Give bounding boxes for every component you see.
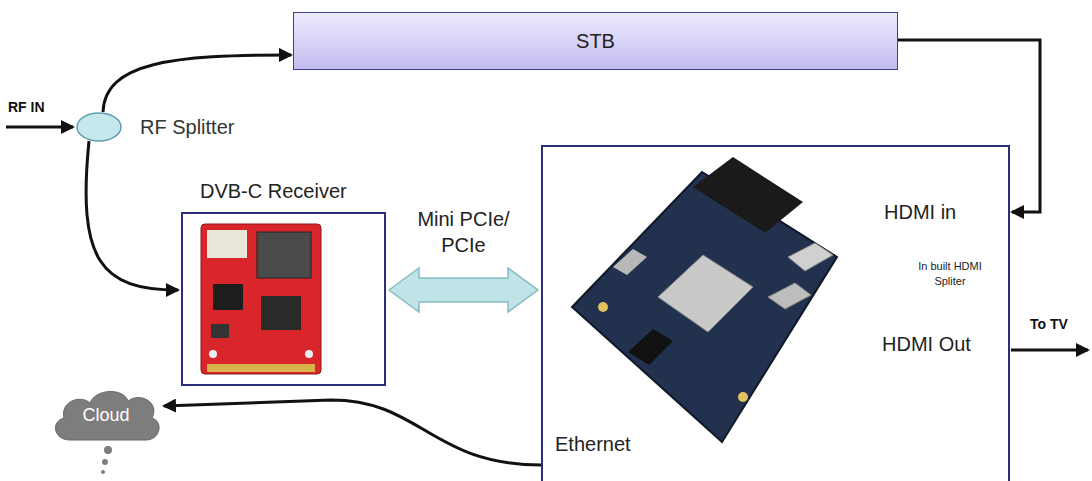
double-block-arrow [389,268,538,312]
header-connector [693,157,803,233]
cloud-label: Cloud [50,388,162,442]
card-hole [209,350,217,358]
usb-port [788,243,833,271]
splitter-label: RF Splitter [140,116,234,139]
sd-slot [768,283,811,309]
processor-chip [658,255,753,332]
cloud-tail [104,446,112,454]
bus-label: Mini PCIe/ PCIe [394,206,534,258]
cloud-tail [101,470,105,474]
curved-arrow [86,141,178,290]
ethernet-arrow [164,400,541,465]
sata-connector [628,329,673,365]
card-chip [211,324,229,338]
stb-label: STB [576,30,615,53]
card-chip [213,284,243,310]
card-hole [305,350,313,358]
cloud-node: Cloud [50,388,162,442]
board-label: HDMI in [884,201,956,224]
arrow-label: RF IN [8,99,45,115]
cloud-tail [102,459,108,465]
card-shield [257,232,311,278]
board-label: In built HDMI Spliter [910,259,990,289]
board-label: HDMI Out [882,333,971,356]
receiver-card-picture [183,214,383,384]
rf-in-arrow [6,126,73,129]
board-picture [543,147,863,457]
to-tv-arrow [1011,349,1088,352]
board-label: Ethernet [555,433,631,456]
mount-hole [738,392,748,402]
splitter-node: RF Splitter [76,112,122,142]
mount-hole [598,302,608,312]
arrow-label: To TV [1030,316,1068,332]
card-chip [261,296,301,330]
card-pcb [201,224,321,374]
board-node: HDMI in In built HDMI SpliterHDMI OutEthe… [541,145,1010,481]
band-node: STB [293,12,898,70]
curved-arrow [103,55,291,112]
ribbon-connector [613,249,647,275]
ellipse-shape [77,113,121,141]
pcb [572,172,837,442]
card-pins [207,364,315,372]
receiver-node: DVB-C Receiver [181,212,386,386]
card-sticker [207,230,247,258]
receiver-heading: DVB-C Receiver [200,180,347,203]
splitter-ellipse [76,112,122,142]
